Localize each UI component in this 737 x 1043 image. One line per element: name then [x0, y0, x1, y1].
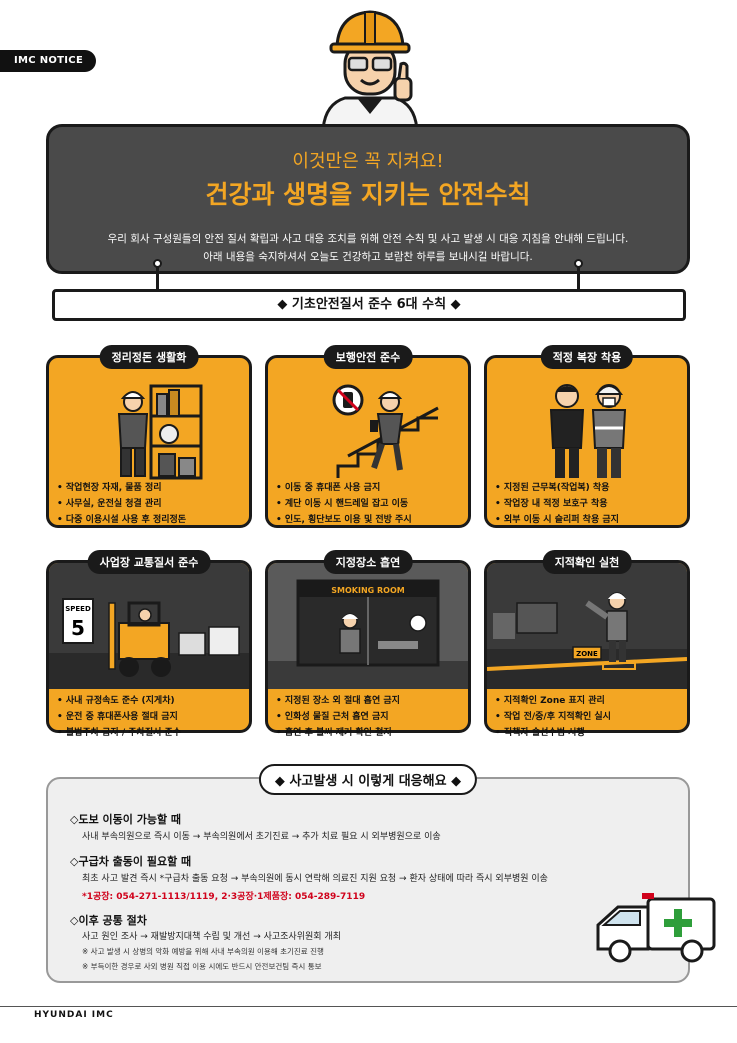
rule-label: 정리정돈 생활화	[99, 345, 199, 369]
walkable-steps: 사내 부속의원으로 즉시 이동 → 부속의원에서 초기진료 → 추가 치료 필요…	[82, 832, 441, 842]
rule-item: 이동 중 휴대폰 사용 금지	[276, 480, 412, 496]
rule-items: 이동 중 휴대폰 사용 금지 계단 이동 시 핸드레일 잡고 이동 인도, 횡단…	[276, 480, 412, 528]
safety-worker-mascot	[321, 10, 419, 130]
pointing-check-illustration: ZONE	[487, 563, 687, 689]
smoking-room-sign: SMOKING ROOM	[331, 586, 405, 595]
rule-label: 지정장소 흡연	[323, 550, 413, 574]
smoking-room-illustration: SMOKING ROOM	[268, 563, 468, 689]
rule-item: 불법주차 금지 / 주차질서 준수	[57, 725, 181, 741]
forklift-warehouse-illustration: SPEED 5	[49, 563, 249, 689]
common-heading: ◇이후 공통 절차	[70, 914, 147, 927]
rule-items: 지정된 근무복(작업복) 착용 작업장 내 적정 보호구 착용 외부 이동 시 …	[495, 480, 619, 528]
note-2: ※ 부득이한 경우로 사외 병원 직접 이용 시에도 반드시 안전보건팀 즉시 …	[82, 962, 322, 971]
rule-card-smoking: 지정장소 흡연 SMOKING ROOM 지정된 장소 외 절대 흡연 금지 인…	[265, 550, 471, 738]
rule-item: 직책자 솔선수범 시행	[495, 725, 611, 741]
zone-sign: ZONE	[576, 650, 598, 658]
rule-item: 계단 이동 시 핸드레일 잡고 이동	[276, 496, 412, 512]
rule-label: 지적확인 실천	[542, 550, 632, 574]
rule-item: 외부 이동 시 슬리퍼 착용 금지	[495, 512, 619, 528]
rule-item: 지정된 근무복(작업복) 착용	[495, 480, 619, 496]
hero-kicker: 이것만은 꼭 지켜요!	[292, 151, 444, 172]
rule-card-traffic: 사업장 교통질서 준수 SPEED 5 사내 규정속도 준수 (지게차) 운전 …	[46, 550, 252, 738]
rule-card-walking: 보행안전 준수 이동 중 휴대폰 사용 금지 계단 이동 시 핸드레일 잡고 이…	[265, 345, 471, 528]
rule-label: 사업장 교통질서 준수	[87, 550, 211, 574]
rule-label: 보행안전 준수	[323, 345, 413, 369]
rule-card-pointing: 지적확인 실천 ZONE 지적확인 Zone 표지 관리 작업 전/중/후 지적…	[484, 550, 690, 738]
footer-rule	[0, 1006, 737, 1007]
notice-tag: IMC NOTICE	[0, 50, 96, 72]
rule-item: 사내 규정속도 준수 (지게차)	[57, 693, 181, 709]
walkable-heading: ◇도보 이동이 가능할 때	[70, 813, 182, 826]
rule-item: 작업 전/중/후 지적확인 실시	[495, 709, 611, 725]
ambulance-icon	[596, 893, 716, 963]
rule-item: 사무실, 운전실 청결 관리	[57, 496, 186, 512]
six-rules-banner: ◆ 기초안전질서 준수 6대 수칙 ◆	[52, 289, 686, 321]
rule-item: 지적확인 Zone 표지 관리	[495, 693, 611, 709]
rule-item: 흡연 후 불씨 제거 확인 철저	[276, 725, 400, 741]
rule-label: 적정 복장 착용	[540, 345, 634, 369]
rule-item: 인도, 횡단보도 이용 및 전방 주시	[276, 512, 412, 528]
speed-sign-value: 5	[71, 616, 85, 640]
worker-shelving-illustration	[117, 384, 203, 480]
rule-card-tidy: 정리정돈 생활화 작업현장 자재, 물품 정리 사무실, 운전실 청결 관리 다…	[46, 345, 252, 528]
rule-item: 인화성 물질 근처 흡연 금지	[276, 709, 400, 725]
two-workers-uniform-illustration	[549, 384, 627, 478]
rule-item: 작업장 내 적정 보호구 착용	[495, 496, 619, 512]
accident-title: ◆ 사고발생 시 이렇게 대응해요 ◆	[258, 764, 478, 795]
hero-panel: 이것만은 꼭 지켜요! 건강과 생명을 지키는 안전수칙 우리 회사 구성원들의…	[46, 124, 690, 274]
ambulance-heading: ◇구급차 출동이 필요할 때	[70, 855, 192, 868]
hero-description: 우리 회사 구성원들의 안전 질서 확립과 사고 대응 조치를 위해 안전 수칙…	[69, 230, 667, 266]
emergency-phone: *1공장: 054-271-1113/1119, 2·3공장·1제품장: 054…	[82, 892, 366, 902]
hanger-rod-left	[156, 266, 159, 294]
rule-items: 작업현장 자재, 물품 정리 사무실, 운전실 청결 관리 다중 이용시설 사용…	[57, 480, 186, 528]
rule-items: 사내 규정속도 준수 (지게차) 운전 중 휴대폰사용 절대 금지 불법주차 금…	[57, 693, 181, 741]
rule-item: 운전 중 휴대폰사용 절대 금지	[57, 709, 181, 725]
rule-item: 지정된 장소 외 절대 흡연 금지	[276, 693, 400, 709]
ambulance-steps: 최초 사고 발견 즉시 *구급차 출동 요청 → 부속의원에 동시 연락해 의료…	[82, 874, 548, 884]
rule-item: 작업현장 자재, 물품 정리	[57, 480, 186, 496]
note-1: ※ 사고 발생 시 상병의 악화 예방을 위해 사내 부속의원 이용해 초기진료…	[82, 947, 324, 956]
stairs-phone-illustration	[332, 384, 439, 478]
rule-items: 지적확인 Zone 표지 관리 작업 전/중/후 지적확인 실시 직책자 솔선수…	[495, 693, 611, 741]
hanger-rod-right	[577, 266, 580, 294]
speed-sign-label: SPEED	[65, 605, 91, 613]
hero-title: 건강과 생명을 지키는 안전수칙	[205, 180, 531, 209]
rule-items: 지정된 장소 외 절대 흡연 금지 인화성 물질 근처 흡연 금지 흡연 후 불…	[276, 693, 400, 741]
footer-brand: HYUNDAI IMC	[34, 1010, 114, 1020]
hero-desc-line-2: 아래 내용을 숙지하셔서 오늘도 건강하고 보람찬 하루를 보내시길 바랍니다.	[203, 251, 533, 263]
rule-item: 다중 이용시설 사용 후 정리정돈	[57, 512, 186, 528]
common-steps: 사고 원인 조사 → 재발방지대책 수립 및 개선 → 사고조사위원회 개최	[82, 932, 341, 942]
hero-desc-line-1: 우리 회사 구성원들의 안전 질서 확립과 사고 대응 조치를 위해 안전 수칙…	[107, 233, 629, 245]
rule-card-attire: 적정 복장 착용 지정된 근무복(작업복) 착용 작업장 내 적정 보호구 착용…	[484, 345, 690, 528]
accident-response-panel: ◆ 사고발생 시 이렇게 대응해요 ◆ ◇도보 이동이 가능할 때 사내 부속의…	[46, 764, 716, 983]
